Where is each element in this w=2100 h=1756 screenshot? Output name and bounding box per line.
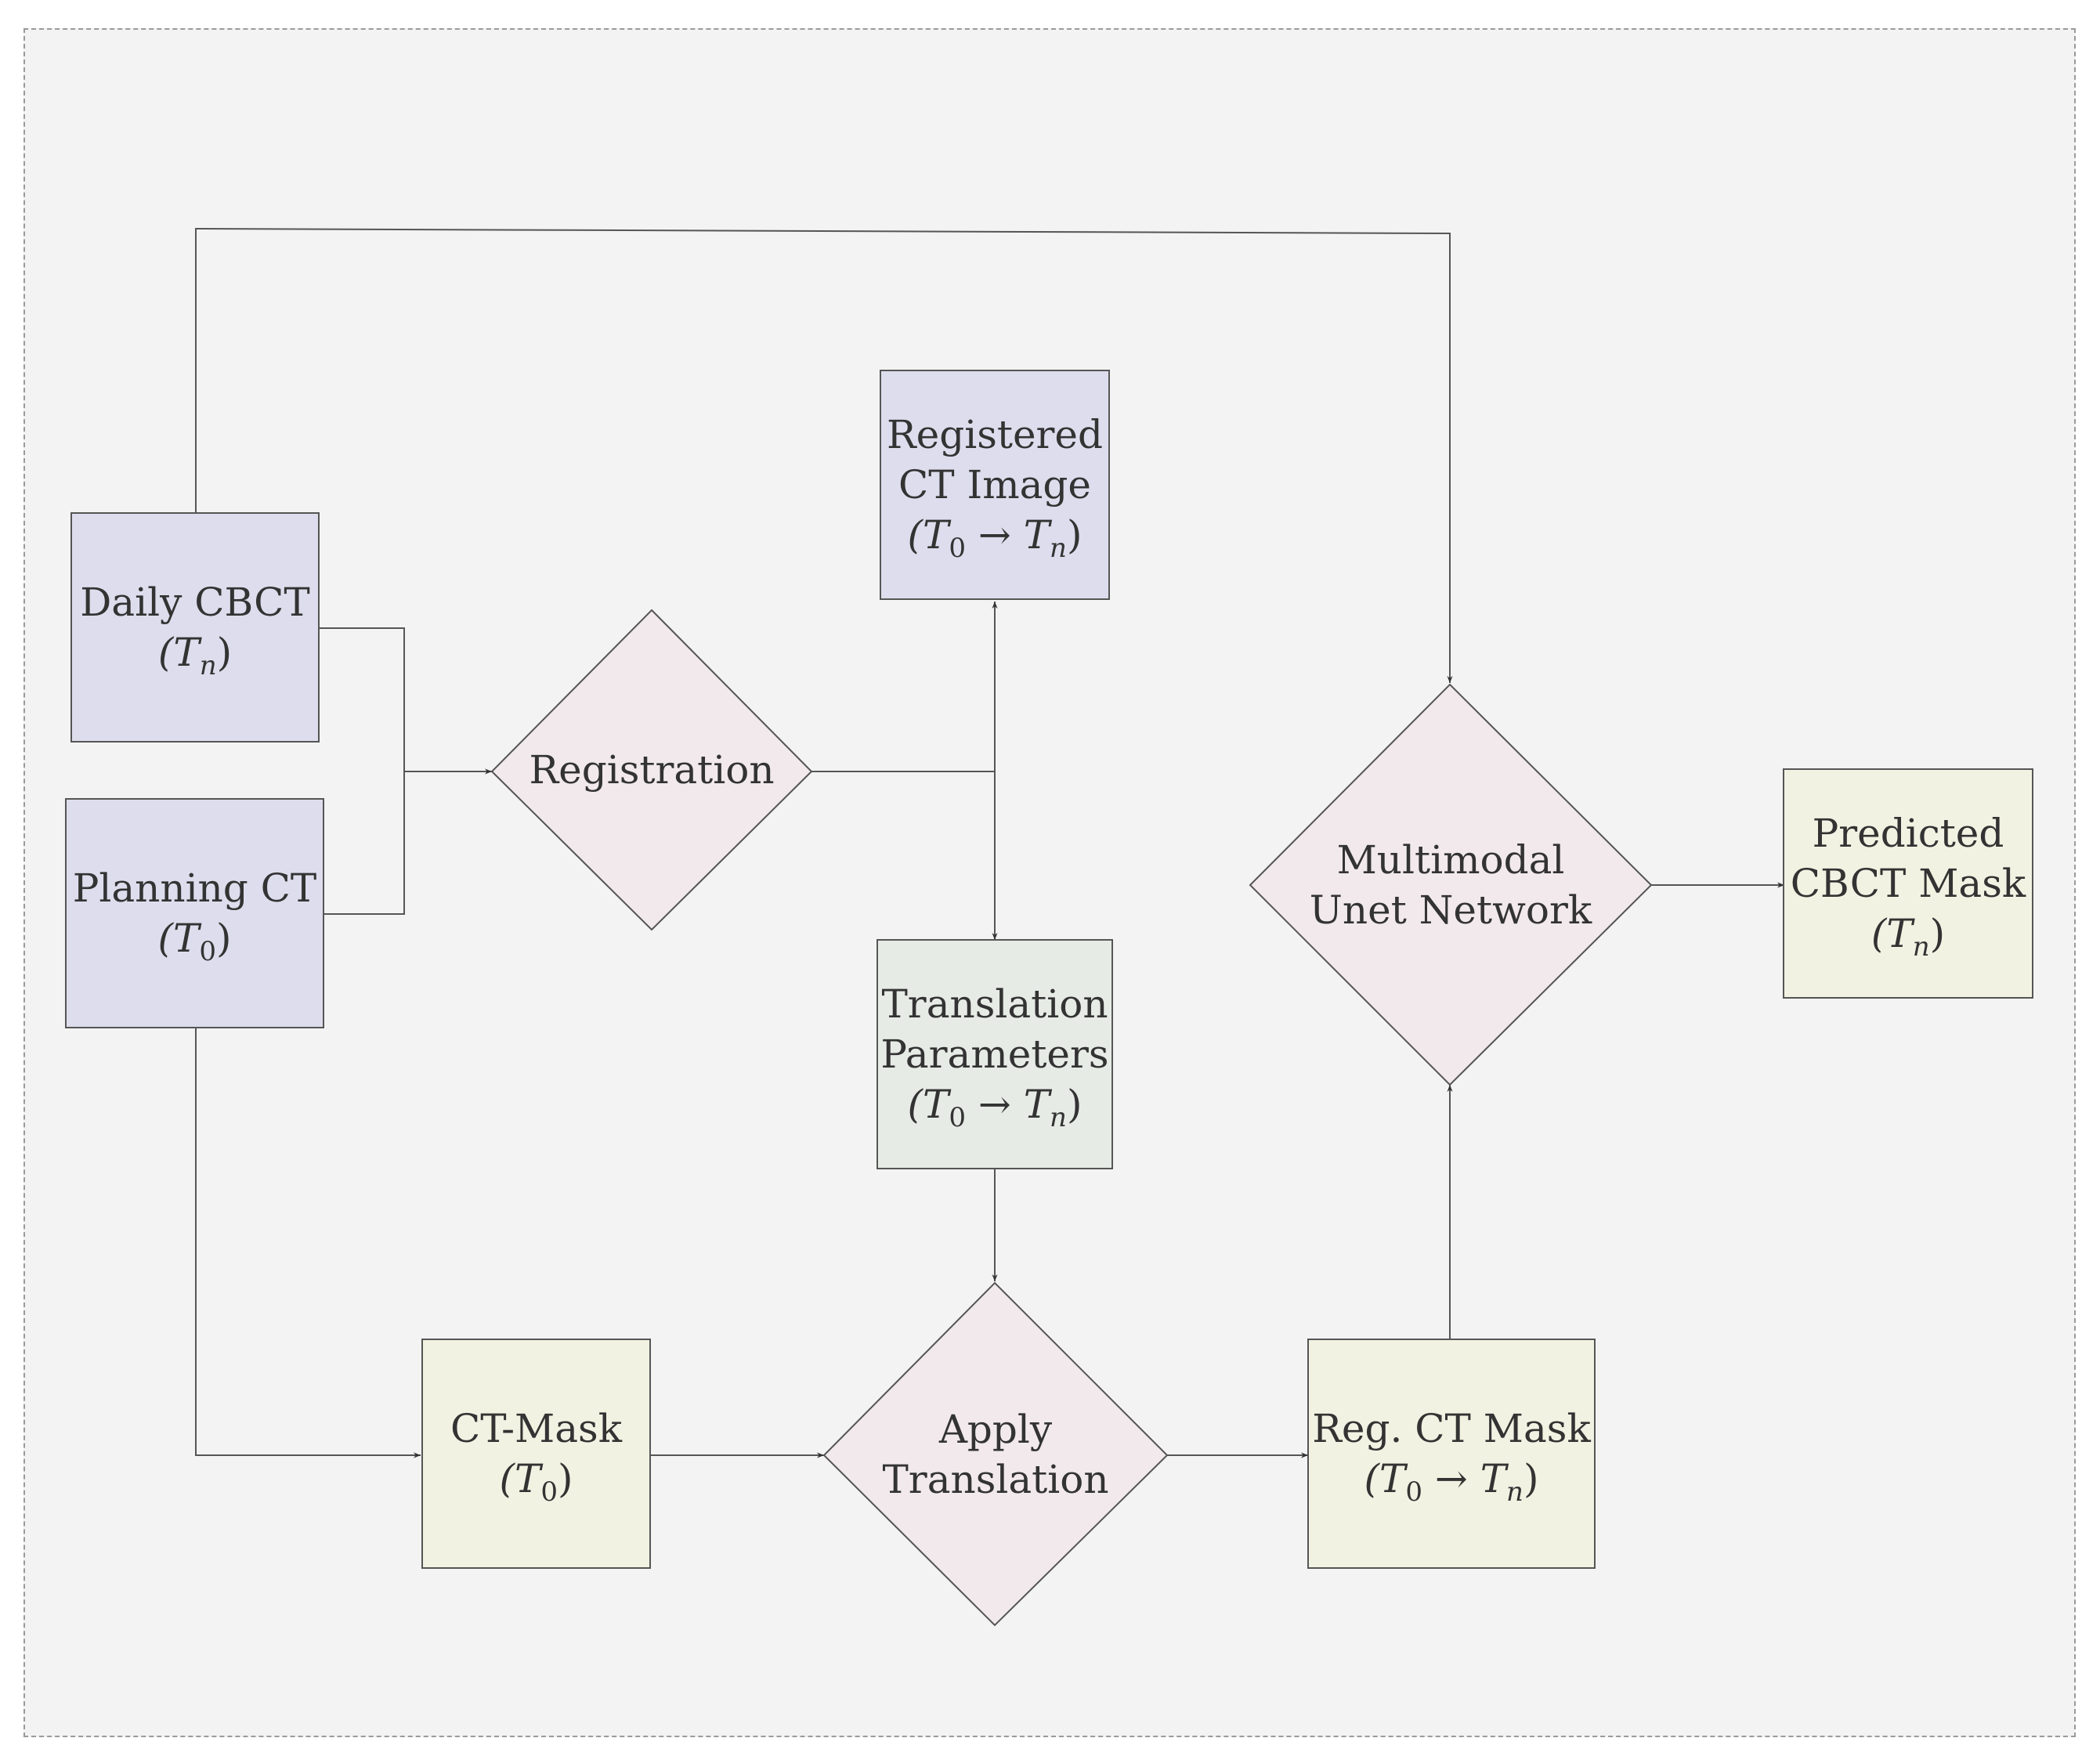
reg-ct-mask-title: Reg. CT Mask (1312, 1406, 1591, 1451)
planning-ct-time: (T0) (157, 916, 232, 967)
translation-params-title-2: Parameters (880, 1032, 1109, 1077)
planning-ct-box (65, 798, 324, 1028)
unet-title-1: Multimodal (1336, 836, 1565, 883)
apply-translation-title-1: Apply (938, 1406, 1053, 1452)
registration-title: Registration (529, 747, 775, 793)
daily-cbct-label: Daily CBCT (Tn) (71, 513, 319, 742)
predicted-mask-box (1783, 768, 2033, 999)
registered-ct-box (880, 370, 1110, 600)
registered-ct-label: Registered CT Image (T0 → Tn) (880, 370, 1109, 599)
registration-label: Registration (492, 610, 811, 930)
translation-params-time: (T0 → Tn) (907, 1082, 1083, 1133)
daily-cbct-title: Daily CBCT (80, 580, 310, 625)
reg-ct-mask-box (1307, 1339, 1596, 1569)
reg-ct-mask-label: Reg. CT Mask (T0 → Tn) (1308, 1339, 1595, 1568)
ct-mask-title: CT-Mask (450, 1406, 623, 1451)
connector-planning-to-ct-mask (195, 1028, 421, 1458)
connector-cbct-to-unet (195, 227, 1453, 683)
ct-mask-label: CT-Mask (T0) (422, 1339, 650, 1568)
planning-ct-title: Planning CT (72, 865, 317, 911)
registered-ct-title-1: Registered (886, 412, 1104, 457)
translation-params-box (877, 939, 1113, 1169)
predicted-mask-label: Predicted CBCT Mask (Tn) (1784, 769, 2033, 998)
apply-translation-label: Apply Translation (824, 1283, 1167, 1625)
registered-ct-title-2: CT Image (898, 462, 1092, 508)
apply-translation-diamond (822, 1281, 1169, 1627)
unet-diamond (1249, 683, 1653, 1086)
daily-cbct-box (70, 512, 320, 743)
predicted-mask-title-1: Predicted (1812, 811, 2004, 856)
unet-label: Multimodal Unet Network (1250, 685, 1651, 1085)
registration-diamond (490, 609, 813, 931)
connector-cbct-to-registration (318, 627, 405, 771)
reg-ct-mask-time: (T0 → Tn) (1364, 1456, 1539, 1508)
predicted-mask-title-2: CBCT Mask (1790, 861, 2026, 906)
predicted-mask-time: (Tn) (1870, 911, 1946, 963)
apply-translation-title-2: Translation (882, 1456, 1109, 1502)
translation-params-title-1: Translation (881, 981, 1108, 1027)
ct-mask-time: (T0) (499, 1456, 573, 1508)
planning-ct-label: Planning CT (T0) (66, 799, 323, 1028)
registered-ct-time: (T0 → Tn) (907, 512, 1083, 564)
translation-params-label: Translation Parameters (T0 → Tn) (877, 940, 1112, 1169)
daily-cbct-time: (Tn) (157, 630, 233, 681)
ct-mask-box (421, 1339, 651, 1569)
unet-title-2: Unet Network (1309, 887, 1592, 933)
connector-planning-to-registration (323, 771, 405, 915)
